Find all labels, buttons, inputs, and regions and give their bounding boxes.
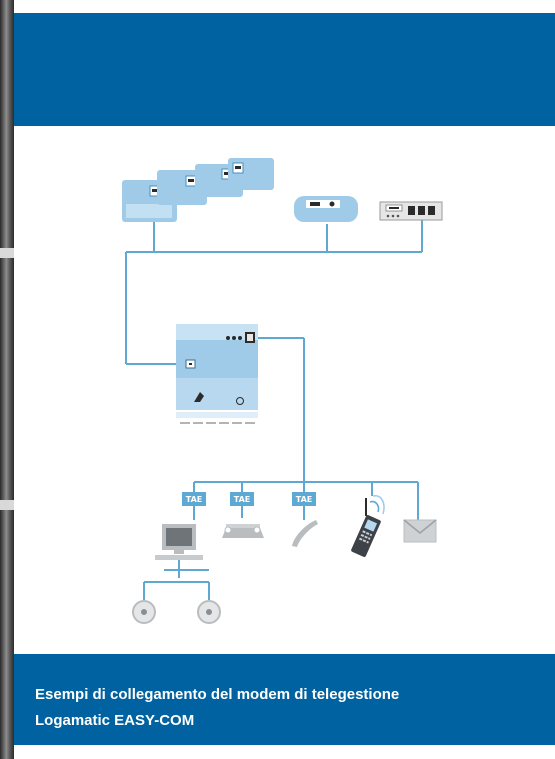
cd-disc-icon [132,600,156,624]
page-top-margin [14,0,555,13]
telephone-icon [292,520,318,547]
boiler-icon [294,196,358,222]
binder-spine [0,0,14,759]
easy-com-modem-icon [176,324,258,424]
mobile-phone-icon [351,495,385,557]
control-module-icon [379,201,443,221]
cd-disc-icon [197,600,221,624]
caption-band: Esempi di collegamento del modem di tele… [14,654,555,745]
caption-line-2: Logamatic EASY-COM [35,712,195,729]
email-icon [403,519,437,543]
caption: Esempi di collegamento del modem di tele… [35,682,535,734]
tae-label: TAE [296,495,313,504]
tae-socket: TAE [182,492,206,506]
tae-socket: TAE [292,492,316,506]
diagram-svg: TAE TAE TAE [122,158,443,624]
tae-socket: TAE [230,492,254,506]
computer-icon [155,524,203,560]
spine-notch [0,248,14,258]
tae-label: TAE [234,495,251,504]
boiler-controller-group-icon [122,158,274,222]
header-band [14,13,555,126]
connection-diagram: TAE TAE TAE [14,126,555,654]
connection-lines [125,220,423,600]
spine-notch [0,500,14,510]
page-bottom-margin [14,745,555,759]
caption-line-1: Esempi di collegamento del modem di tele… [35,686,400,703]
tae-label: TAE [186,495,203,504]
fax-icon [222,524,264,538]
